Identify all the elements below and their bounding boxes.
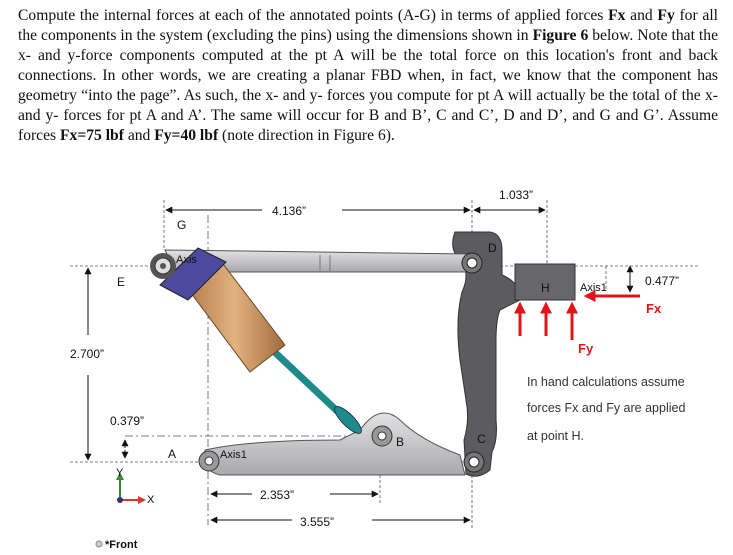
axis-g-tag: Axis xyxy=(176,254,197,266)
pin-b xyxy=(371,425,393,447)
right-frame xyxy=(452,231,576,477)
fy-symbol: Fy xyxy=(657,7,675,24)
axis-a-tag: Axis1 xyxy=(220,449,247,461)
fy-value: Fy=40 lbf xyxy=(154,127,219,144)
note-line-3: at point H. xyxy=(527,429,584,443)
fx-symbol: Fx xyxy=(608,7,626,24)
point-h-block xyxy=(514,263,576,301)
front-view-label: *Front xyxy=(105,539,138,551)
pins xyxy=(150,252,485,473)
dimensions xyxy=(84,206,634,524)
coordinate-triad: Y X xyxy=(116,467,155,506)
dim-2353-label: 2.353” xyxy=(260,488,294,502)
point-a-label: A xyxy=(168,447,176,461)
problem-text-6: (note direction in Figure 6). xyxy=(222,127,395,144)
point-c-label: C xyxy=(477,432,486,446)
point-d-label: D xyxy=(488,241,497,255)
note-line-1: In hand calculations assume xyxy=(527,375,685,389)
pin-c xyxy=(463,451,485,473)
figure-reference: Figure 6 xyxy=(532,27,589,44)
triad-y-label: Y xyxy=(116,467,124,479)
pin-g xyxy=(150,253,176,279)
problem-text-1: Compute the internal forces at each of t… xyxy=(18,7,604,24)
fx-value: Fx=75 lbf xyxy=(60,127,124,144)
dim-4136-label: 4.136” xyxy=(272,204,306,218)
note-line-2: forces Fx and Fy are applied xyxy=(527,401,685,415)
cylinder-assembly xyxy=(159,247,362,434)
dim-0477-label: 0.477” xyxy=(645,274,679,288)
point-e-label: E xyxy=(117,275,125,289)
point-h-label: H xyxy=(541,281,550,295)
force-arrows xyxy=(514,290,640,340)
problem-text-5: and xyxy=(127,127,151,144)
bottom-arm xyxy=(203,412,466,476)
dim-0379-label: 0.379” xyxy=(110,414,144,428)
fy-label: Fy xyxy=(578,341,594,356)
problem-text-3: for all the components in the system (ex… xyxy=(18,7,718,44)
dim-1033-label: 1.033” xyxy=(499,188,533,202)
view-label: *Front xyxy=(95,539,138,551)
fx-label: Fx xyxy=(646,301,662,316)
pin-d xyxy=(461,252,483,274)
problem-statement: Compute the internal forces at each of t… xyxy=(18,6,718,146)
point-b-label: B xyxy=(396,435,404,449)
axis1-tag: Axis1 xyxy=(580,282,607,294)
problem-text-4: below. Note that the x- and y-force comp… xyxy=(18,27,718,144)
point-g-label: G xyxy=(177,218,186,232)
problem-text-2: and xyxy=(630,7,653,24)
dim-2700-label: 2.700” xyxy=(70,347,104,361)
dim-3555-label: 3.555” xyxy=(300,515,334,529)
triad-x-label: X xyxy=(147,494,155,506)
pin-a xyxy=(198,450,220,472)
cylinder-cap xyxy=(159,247,227,301)
